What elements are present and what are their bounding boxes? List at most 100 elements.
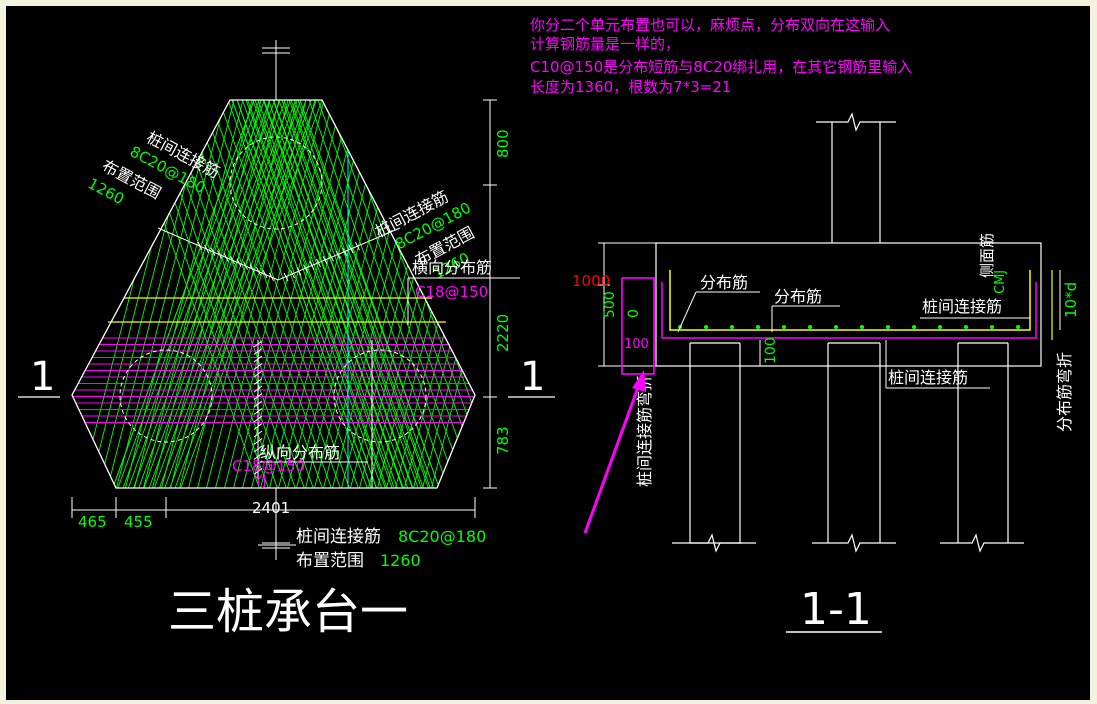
hatch-line [253, 430, 263, 438]
hatch-line [253, 393, 263, 400]
rebar-dot [730, 325, 734, 329]
hatch-line [253, 453, 263, 460]
section-mark-right: 1 [520, 354, 545, 400]
hatch-line [253, 348, 263, 355]
hatch-line [187, 100, 289, 488]
hatch-line [470, 100, 475, 488]
rebar-dot [964, 325, 968, 329]
hatch-line [196, 100, 298, 488]
yj-label: YJ [253, 473, 267, 489]
rebar-dot [886, 325, 890, 329]
hatch-line [283, 100, 425, 488]
section-highlight-box [621, 277, 655, 375]
hatch-line [322, 255, 328, 265]
hatch-line [355, 241, 360, 251]
bottom-band-spec: 8C20@180 [398, 527, 486, 546]
hatch-line [259, 100, 361, 488]
hatch-line [290, 100, 432, 488]
dim-2220: 2220 [494, 314, 512, 352]
hatch-line [210, 247, 216, 256]
hatch-line [308, 100, 450, 488]
hatch-line [178, 100, 280, 488]
section-piles [672, 342, 1024, 553]
hatch-line [173, 100, 315, 488]
dim-2401: 2401 [252, 499, 290, 517]
hatch-line [217, 250, 222, 259]
plan-title: 三桩承台一 [168, 584, 408, 640]
hatch-line [288, 100, 430, 488]
hatch-line [116, 100, 260, 488]
note-line-4: 长度为1360，根数为7*3=21 [530, 78, 731, 96]
rebar-dot [938, 325, 942, 329]
hatch-line [262, 100, 404, 488]
hatch-line [269, 272, 274, 282]
rebar-dot [808, 325, 812, 329]
hatch-line [223, 100, 325, 488]
hatch-line [133, 100, 235, 488]
hatch-line [182, 100, 324, 488]
hatch-line [227, 100, 369, 488]
hatch-line [169, 100, 271, 488]
hatch-line [253, 408, 263, 415]
hatch-line [223, 252, 229, 262]
dim-800: 800 [494, 129, 512, 158]
plan-view: 1 1 桩间连接筋 8C20@180 布置范围 1260 桩间连接筋 8C20@… [18, 40, 555, 640]
horizontal-dist-spec: C18@150 [415, 283, 488, 301]
hatch-line [348, 244, 354, 254]
bottom-band-range-label: 布置范围 [296, 551, 364, 571]
pile-bottom-right [333, 349, 427, 443]
annotation-note: 你分二个单元布置也可以，麻烦点，分布双向在这输入 计算钢筋量是一样的， C10@… [530, 16, 912, 96]
hatch-line [153, 100, 297, 488]
hatch-line [232, 100, 334, 488]
rebar-dot [704, 325, 708, 329]
hatch-line [254, 100, 396, 488]
hatch-line [253, 363, 263, 370]
hatch-line [335, 250, 341, 259]
hatch-line [253, 423, 263, 430]
section-label-cmj: CMJ [993, 270, 1008, 294]
hatch-line [230, 255, 235, 265]
note-line-2: 计算钢筋量是一样的， [530, 35, 680, 53]
hatch-line [111, 100, 255, 488]
right-band-label-group: 桩间连接筋 8C20@180 布置范围 1260 [372, 187, 478, 283]
hatch-line [200, 100, 342, 488]
hatch-line [430, 100, 475, 488]
hatch-line [296, 267, 302, 276]
section-dim-100b: 100 [763, 337, 779, 364]
hatch-line [253, 438, 263, 445]
rebar-dot [834, 325, 838, 329]
section-label-dist1: 分布筋 [700, 273, 748, 292]
hatch-line [253, 370, 263, 378]
hatch-line [146, 100, 288, 488]
hatch-line [317, 100, 459, 488]
rebar-dot [1016, 325, 1020, 329]
right-dimension [483, 99, 497, 489]
hatch-line [326, 100, 468, 488]
section-dim-1000: 1000 [572, 272, 610, 290]
hatch-line [236, 258, 242, 268]
hatch-line [283, 272, 289, 282]
cad-drawing-canvas[interactable]: 1 1 桩间连接筋 8C20@180 布置范围 1260 桩间连接筋 8C20@… [6, 6, 1090, 700]
section-dist1-leader-2 [677, 291, 697, 333]
hatch-line [253, 400, 263, 408]
section-dim-100a: 100 [624, 337, 649, 352]
dim-455: 455 [124, 513, 153, 531]
hatch-line [290, 269, 295, 279]
vertical-dist-spec: C18@150 [232, 457, 305, 475]
note-line-3: C10@150是分布短筋与8C20绑扎用，在其它钢筋里输入 [530, 58, 912, 76]
section-label-conn-mid: 桩间连接筋 [888, 368, 968, 387]
dim-783: 783 [494, 426, 512, 455]
section-column [816, 112, 896, 243]
section-yellow-rebar [669, 270, 1031, 331]
hatch-line [197, 241, 203, 251]
section-left-dim [598, 242, 656, 367]
window-frame-top [0, 0, 1097, 6]
hatch-line [309, 261, 315, 271]
hatch-line [253, 378, 263, 385]
rebar-dot [756, 325, 760, 329]
rebar-dot [990, 325, 994, 329]
hatch-line [299, 100, 441, 488]
section-dim-0: 0 [626, 309, 642, 318]
section-view: 1000 500 0 100 100 桩间连接筋弯折 分布筋 分布筋 桩间连接筋… [572, 112, 1080, 635]
hatch-line [303, 264, 308, 273]
